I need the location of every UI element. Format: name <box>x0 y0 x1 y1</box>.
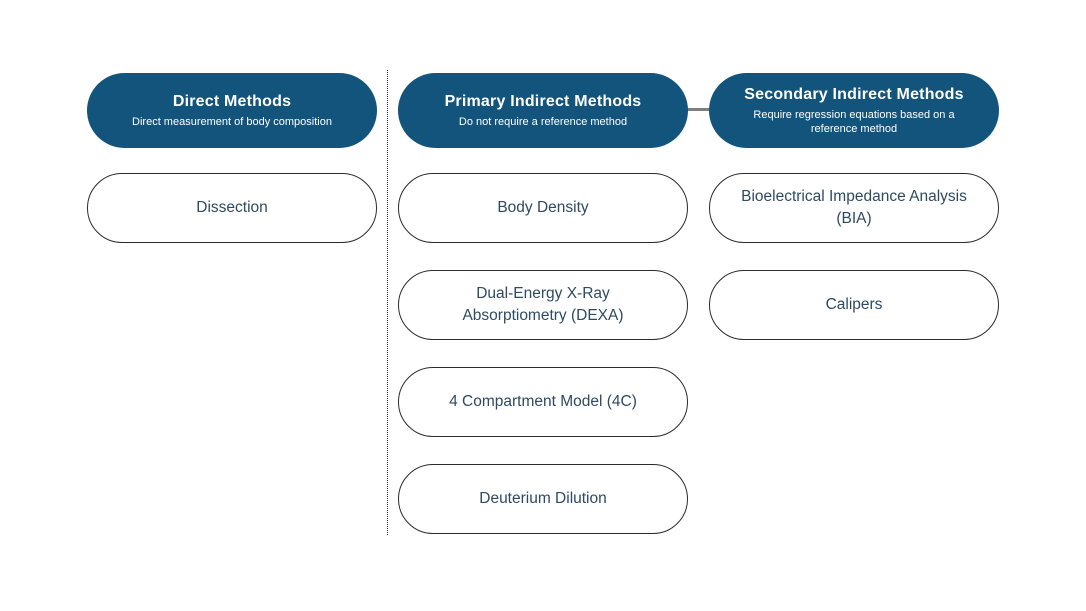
header-title-primary-indirect-methods: Primary Indirect Methods <box>444 92 642 110</box>
method-dissection: Dissection <box>87 173 377 243</box>
header-primary-indirect-methods: Primary Indirect Methods Do not require … <box>398 73 688 148</box>
dotted-divider-line <box>387 70 388 535</box>
header-connector-line <box>686 108 712 111</box>
header-subtitle-secondary-indirect-methods: Require regression equations based on a … <box>753 108 955 136</box>
header-title-secondary-indirect-methods: Secondary Indirect Methods <box>744 85 964 103</box>
header-subtitle-primary-indirect-methods: Do not require a reference method <box>458 115 628 128</box>
header-secondary-indirect-methods: Secondary Indirect Methods Require regre… <box>709 73 999 148</box>
method-dexa: Dual-Energy X-Ray Absorptiometry (DEXA) <box>398 270 688 340</box>
header-direct-methods: Direct Methods Direct measurement of bod… <box>87 73 377 148</box>
method-bia: Bioelectrical Impedance Analysis (BIA) <box>709 173 999 243</box>
method-deuterium-dilution: Deuterium Dilution <box>398 464 688 534</box>
header-title-direct-methods: Direct Methods <box>172 92 292 110</box>
method-calipers: Calipers <box>709 270 999 340</box>
method-body-density: Body Density <box>398 173 688 243</box>
header-subtitle-direct-methods: Direct measurement of body composition <box>132 115 332 128</box>
method-4-compartment-model: 4 Compartment Model (4C) <box>398 367 688 437</box>
